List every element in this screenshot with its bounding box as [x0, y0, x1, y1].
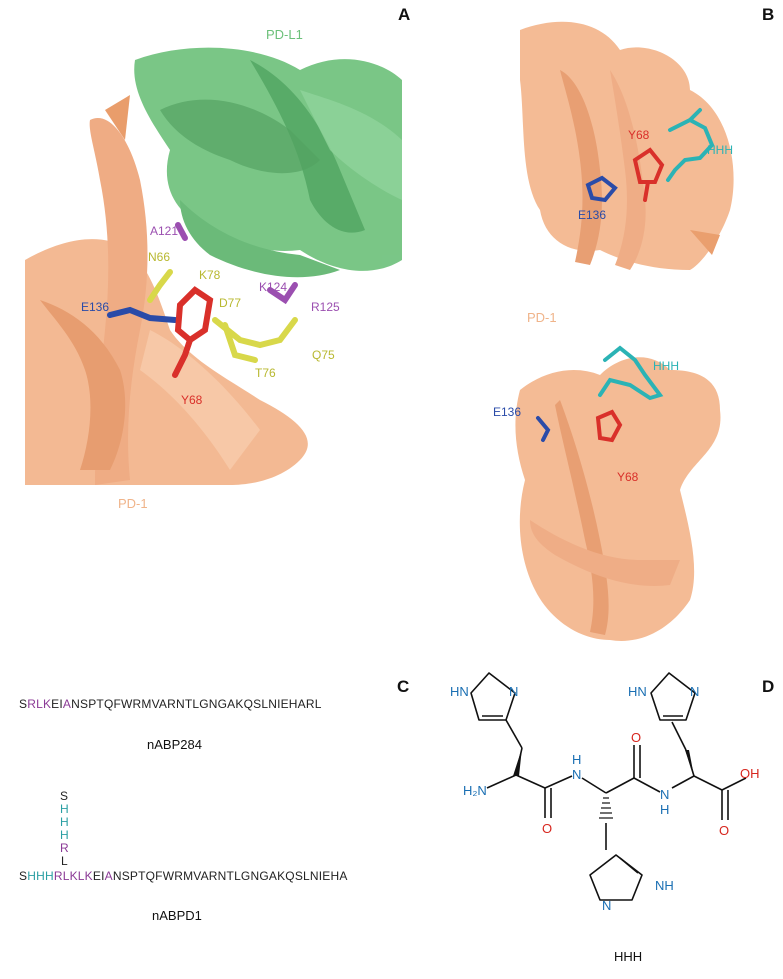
branch-char-3: H — [60, 828, 69, 842]
sequence-nabpd1: SHHHRLKLKEIANSPTQFWRMVARNTLGNGAKQSLNIEHA — [19, 869, 348, 883]
chem-nh1-n: N — [572, 767, 582, 782]
chem-oh: OH — [740, 766, 760, 781]
name-nabp284: nABP284 — [147, 737, 202, 752]
seq2-teal: HHH — [27, 869, 54, 883]
chem-hn-left: HN — [450, 684, 469, 699]
residue-sticks-b — [536, 108, 715, 443]
panel-letter-b: B — [762, 5, 775, 24]
residue-e136: E136 — [81, 300, 110, 314]
panel-letter-c: C — [397, 677, 410, 696]
chem-nh1-h: H — [572, 752, 582, 767]
hhh-label-b-top: HHH — [707, 143, 733, 157]
pdl1-label-a: PD-L1 — [266, 27, 303, 42]
residue-r125: R125 — [311, 300, 340, 314]
pd1-label-a: PD-1 — [118, 496, 148, 511]
seq1-mid: EI — [51, 697, 63, 711]
seq2-purple2: A — [104, 869, 113, 883]
branch-char-0: S — [60, 789, 69, 803]
pd1-ribbon-a — [25, 95, 308, 485]
hhh-structure-name: HHH — [614, 949, 643, 964]
branch-char-5: L — [61, 854, 68, 868]
chem-hn-right: HN — [628, 684, 647, 699]
chem-nh2-h: H — [660, 802, 670, 817]
chem-nh-bottom: NH — [655, 878, 674, 893]
branch-char-4: R — [60, 841, 69, 855]
residue-q75: Q75 — [312, 348, 335, 362]
branch-char-1: H — [60, 802, 69, 816]
seq2-prefix: S — [19, 869, 28, 883]
seq1-rest: NSPTQFWRMVARNTLGNGAKQSLNIEHARL — [71, 697, 322, 711]
residue-sticks-a — [107, 222, 298, 378]
residue-y68-b-top: Y68 — [628, 128, 650, 142]
residue-n66: N66 — [148, 250, 171, 264]
chem-h2n: H₂N — [463, 783, 487, 798]
hhh-label-b-bottom: HHH — [653, 359, 679, 373]
pdl1-ribbon — [134, 47, 403, 278]
pd1-label-b: PD-1 — [527, 310, 557, 325]
panel-letter-a: A — [398, 5, 411, 24]
panel-letter-d: D — [762, 677, 775, 696]
name-nabpd1: nABPD1 — [152, 908, 202, 923]
residue-a121: A121 — [150, 224, 179, 238]
residue-e136-b-top: E136 — [578, 208, 607, 222]
seq1-purple: RLK — [27, 697, 52, 711]
chem-n-bottom: N — [602, 898, 612, 913]
pd1-ribbon-b-bottom — [515, 357, 721, 641]
residue-y68-b-bottom: Y68 — [617, 470, 639, 484]
residue-d77: D77 — [219, 296, 242, 310]
residue-e136-b-bottom: E136 — [493, 405, 522, 419]
chem-o-mid: O — [631, 730, 642, 745]
residue-k78: K78 — [199, 268, 221, 282]
seq1-prefix: S — [19, 697, 28, 711]
seq2-rest: NSPTQFWRMVARNTLGNGAKQSLNIEHA — [112, 869, 348, 883]
branch-char-2: H — [60, 815, 69, 829]
seq2-purple: RLKLK — [53, 869, 93, 883]
chem-o-left: O — [542, 821, 553, 836]
pd1-ribbon-b-top — [520, 21, 734, 270]
residue-y68: Y68 — [181, 393, 203, 407]
chem-o-right: O — [719, 823, 730, 838]
residue-t76: T76 — [255, 366, 276, 380]
chem-n-left: N — [509, 684, 519, 699]
chem-nh2-n: N — [660, 787, 670, 802]
sequence-nabp284: SRLKEIANSPTQFWRMVARNTLGNGAKQSLNIEHARL — [19, 697, 322, 711]
chem-n-right: N — [690, 684, 700, 699]
seq1-purple2: A — [62, 697, 72, 711]
residue-k124: K124 — [259, 280, 288, 294]
seq2-mid: EI — [92, 869, 105, 883]
